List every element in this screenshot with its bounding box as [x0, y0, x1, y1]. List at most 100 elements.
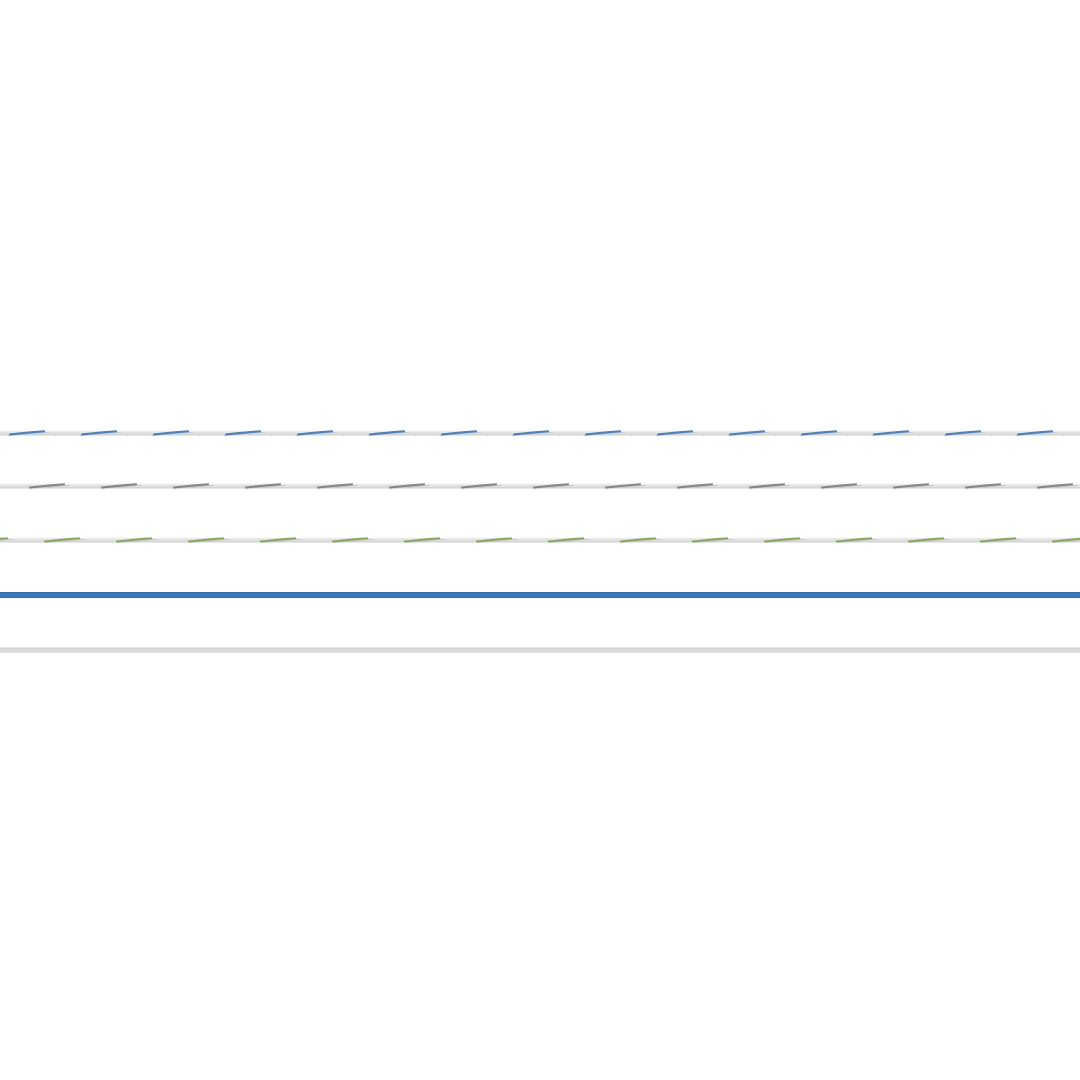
white-gray-twisted-cord-twist-stripe — [28, 483, 66, 489]
white-blue-twisted-cord-twist-stripe — [224, 430, 262, 436]
white-green-twisted-cord-twist-edge — [986, 538, 1022, 543]
white-green-twisted-cord-twist-edge — [914, 538, 950, 543]
white-green-twisted-cord-twist-edge — [626, 538, 662, 543]
white-gray-twisted-cord-twist-stripe — [964, 483, 1002, 489]
white-blue-twisted-cord-twist-edge — [231, 431, 267, 436]
solid-blue-cord-edge-top — [0, 592, 1080, 593]
white-gray-twisted-cord-twist-edge — [539, 484, 575, 489]
white-green-twisted-cord-twist-stripe — [187, 537, 225, 543]
white-blue-twisted-cord-twist-stripe — [944, 430, 982, 436]
white-blue-twisted-cord-twist-edge — [15, 431, 51, 436]
white-gray-twisted-cord-twist-edge — [683, 484, 719, 489]
white-blue-twisted-cord-twist-stripe — [584, 430, 622, 436]
white-green-twisted-cord-twist-stripe — [403, 537, 441, 543]
white-green-twisted-cord-twist-edge — [842, 538, 878, 543]
white-gray-twisted-cord-twist-stripe — [316, 483, 354, 489]
white-green-twisted-cord-twist-edge — [1058, 539, 1080, 543]
white-gray-twisted-cord-twist-edge — [35, 484, 71, 489]
solid-white-cord-edge-bottom — [0, 651, 1080, 653]
white-green-twisted-cord-twist-stripe — [331, 537, 369, 543]
white-gray-twisted-cord-twist-edge — [1043, 484, 1079, 489]
solid-white-cord — [0, 647, 1080, 653]
white-green-twisted-cord-twist-stripe — [763, 537, 801, 543]
white-green-twisted-cord-twist-stripe — [907, 537, 945, 543]
white-blue-twisted-cord-twist-edge — [663, 431, 699, 436]
white-green-twisted-cord-twist-edge — [770, 538, 806, 543]
white-gray-twisted-cord-twist-edge — [323, 484, 359, 489]
white-gray-twisted-cord-twist-stripe — [676, 483, 714, 489]
white-blue-twisted-cord-twist-stripe — [80, 430, 118, 436]
white-green-twisted-cord-twist-stripe — [1051, 537, 1080, 543]
solid-white-cord-edge-top — [0, 647, 1080, 649]
white-green-twisted-cord-body — [0, 537, 1080, 543]
white-blue-twisted-cord-twist-stripe — [872, 430, 910, 436]
white-blue-twisted-cord-twist-stripe — [8, 430, 46, 436]
white-green-twisted-cord-twist-edge — [266, 538, 302, 543]
white-green-twisted-cord-twist-stripe — [475, 537, 513, 543]
white-green-twisted-cord-twist-edge — [0, 538, 14, 541]
white-green-twisted-cord-twist-edge — [50, 538, 86, 543]
white-gray-twisted-cord-twist-stripe — [748, 483, 786, 489]
solid-white-cord-body — [0, 647, 1080, 653]
white-gray-twisted-cord-twist-edge — [611, 484, 647, 489]
white-green-twisted-cord-twist-stripe — [115, 537, 153, 543]
white-gray-twisted-cord-twist-stripe — [532, 483, 570, 489]
white-green-twisted-cord-highlight — [0, 537, 1080, 539]
white-gray-twisted-cord-twist-stripe — [244, 483, 282, 489]
strands-group — [0, 430, 1080, 653]
white-blue-twisted-cord-twist-stripe — [368, 430, 406, 436]
white-blue-twisted-cord-twist-stripe — [296, 430, 334, 436]
white-green-twisted-cord — [0, 537, 1080, 543]
white-green-twisted-cord-twist-edge — [482, 538, 518, 543]
white-blue-twisted-cord-twist-edge — [303, 431, 339, 436]
white-blue-twisted-cord-twist-edge — [1023, 431, 1059, 436]
white-blue-twisted-cord-twist-stripe — [800, 430, 838, 436]
white-gray-twisted-cord-twist-stripe — [604, 483, 642, 489]
white-blue-twisted-cord-twist-edge — [735, 431, 771, 436]
white-green-twisted-cord-twist-stripe — [691, 537, 729, 543]
white-green-twisted-cord-twist-stripe — [619, 537, 657, 543]
white-gray-twisted-cord-twist-edge — [395, 484, 431, 489]
white-blue-twisted-cord-shadow — [0, 434, 1080, 436]
white-green-twisted-cord-twist-stripe — [259, 537, 297, 543]
white-blue-twisted-cord-twist-edge — [807, 431, 843, 436]
white-green-twisted-cord-twist-stripe — [979, 537, 1017, 543]
white-blue-twisted-cord-twist-edge — [375, 431, 411, 436]
white-gray-twisted-cord-twist-edge — [251, 484, 287, 489]
white-green-twisted-cord-twist-edge — [410, 538, 446, 543]
solid-blue-cord — [0, 592, 1080, 598]
solid-blue-cord-body — [0, 592, 1080, 598]
white-green-twisted-cord-twist-edge — [122, 538, 158, 543]
white-blue-twisted-cord-twist-edge — [591, 431, 627, 436]
white-blue-twisted-cord-twist-stripe — [152, 430, 190, 436]
white-gray-twisted-cord-twist-stripe — [388, 483, 426, 489]
white-green-twisted-cord-twist-stripe — [0, 537, 9, 541]
white-blue-twisted-cord-twist-edge — [87, 431, 123, 436]
white-green-twisted-cord-twist-edge — [338, 538, 374, 543]
white-blue-twisted-cord-twist-edge — [159, 431, 195, 436]
white-green-twisted-cord-twist-stripe — [43, 537, 81, 543]
white-gray-twisted-cord-twist-edge — [107, 484, 143, 489]
white-blue-twisted-cord-twist-stripe — [1016, 430, 1054, 436]
white-green-twisted-cord-twist-edge — [698, 538, 734, 543]
white-blue-twisted-cord-twist-edge — [951, 431, 987, 436]
white-blue-twisted-cord-twist-edge — [447, 431, 483, 436]
solid-blue-cord-edge-bottom — [0, 597, 1080, 598]
white-blue-twisted-cord-twist-edge — [519, 431, 555, 436]
white-green-twisted-cord-twist-stripe — [547, 537, 585, 543]
white-blue-twisted-cord-twist-stripe — [440, 430, 478, 436]
white-gray-twisted-cord-highlight — [0, 483, 1080, 485]
white-gray-twisted-cord — [0, 483, 1080, 489]
white-blue-twisted-cord-twist-edge — [879, 431, 915, 436]
white-gray-twisted-cord-twist-stripe — [460, 483, 498, 489]
white-gray-twisted-cord-twist-stripe — [820, 483, 858, 489]
white-gray-twisted-cord-twist-edge — [971, 484, 1007, 489]
white-blue-twisted-cord-twist-stripe — [728, 430, 766, 436]
white-gray-twisted-cord-twist-edge — [827, 484, 863, 489]
white-gray-twisted-cord-twist-stripe — [100, 483, 138, 489]
white-gray-twisted-cord-twist-stripe — [1036, 483, 1074, 489]
white-gray-twisted-cord-twist-edge — [467, 484, 503, 489]
white-gray-twisted-cord-twist-stripe — [172, 483, 210, 489]
white-blue-twisted-cord-twist-stripe — [512, 430, 550, 436]
